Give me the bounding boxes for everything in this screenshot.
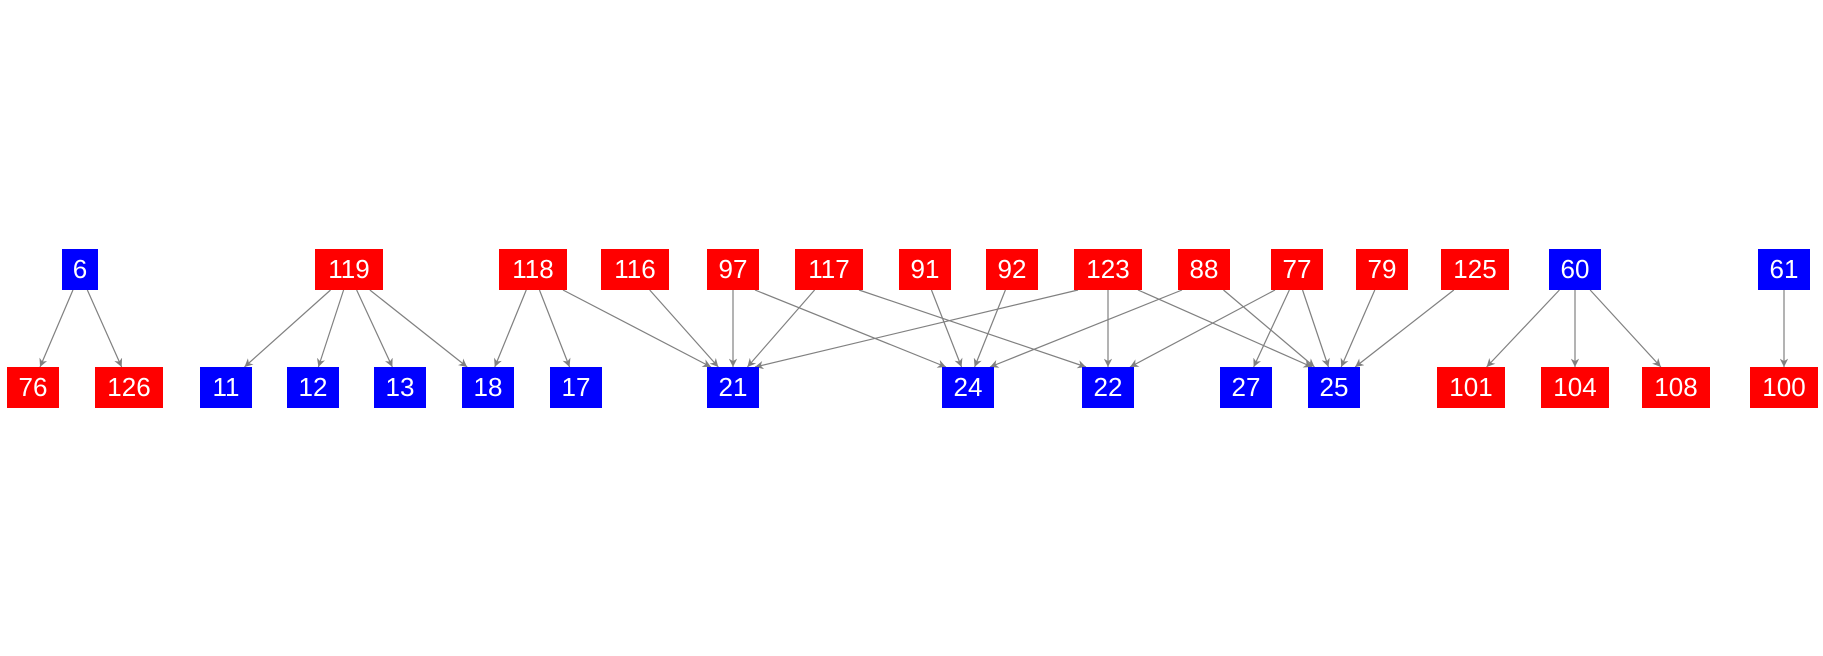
edge-118-to-18 [494, 289, 527, 368]
edge-79-to-25 [1340, 289, 1376, 368]
edge-77-to-22 [1129, 289, 1276, 368]
node-12: 12 [287, 367, 339, 408]
edge-118-to-21 [562, 289, 712, 368]
edge-91-to-24 [930, 289, 963, 368]
node-25: 25 [1308, 367, 1360, 408]
edge-92-to-24 [973, 289, 1006, 368]
edge-119-to-13 [356, 289, 393, 368]
node-60: 60 [1549, 249, 1601, 290]
node-79: 79 [1356, 249, 1408, 290]
edge-123-to-21 [754, 289, 1079, 370]
node-91: 91 [899, 249, 951, 290]
edge-118-to-17 [538, 289, 571, 368]
node-27: 27 [1220, 367, 1272, 408]
node-125: 125 [1441, 249, 1509, 290]
edge-77-to-25 [1301, 289, 1330, 368]
edge-88-to-24 [989, 289, 1183, 368]
node-21: 21 [707, 367, 759, 408]
node-97: 97 [707, 249, 759, 290]
node-11: 11 [200, 367, 252, 408]
edge-125-to-25 [1354, 289, 1455, 368]
node-126: 126 [95, 367, 163, 408]
edge-117-to-22 [858, 289, 1087, 369]
node-119: 119 [315, 249, 383, 290]
edge-88-to-25 [1223, 289, 1315, 368]
edge-119-to-18 [369, 289, 468, 368]
node-61: 61 [1758, 249, 1810, 290]
node-104: 104 [1541, 367, 1609, 408]
node-118: 118 [499, 249, 567, 290]
edge-116-to-21 [649, 289, 719, 368]
node-100: 100 [1750, 367, 1818, 408]
node-77: 77 [1271, 249, 1323, 290]
edge-60-to-101 [1486, 289, 1560, 368]
node-76: 76 [7, 367, 59, 408]
node-13: 13 [374, 367, 426, 408]
edge-6-to-126 [86, 289, 123, 368]
edge-97-to-24 [754, 289, 947, 368]
edge-123-to-25 [1137, 289, 1313, 368]
edge-77-to-27 [1253, 289, 1290, 368]
node-17: 17 [550, 367, 602, 408]
node-92: 92 [986, 249, 1038, 290]
edge-119-to-11 [244, 289, 331, 368]
node-18: 18 [462, 367, 514, 408]
node-24: 24 [942, 367, 994, 408]
node-6: 6 [62, 249, 98, 290]
node-117: 117 [795, 249, 863, 290]
edge-117-to-21 [746, 289, 816, 368]
node-88: 88 [1178, 249, 1230, 290]
edge-119-to-12 [317, 289, 345, 368]
edge-60-to-108 [1589, 289, 1662, 368]
node-108: 108 [1642, 367, 1710, 408]
edge-6-to-76 [39, 289, 74, 368]
node-22: 22 [1082, 367, 1134, 408]
node-101: 101 [1437, 367, 1505, 408]
node-116: 116 [601, 249, 669, 290]
node-123: 123 [1074, 249, 1142, 290]
